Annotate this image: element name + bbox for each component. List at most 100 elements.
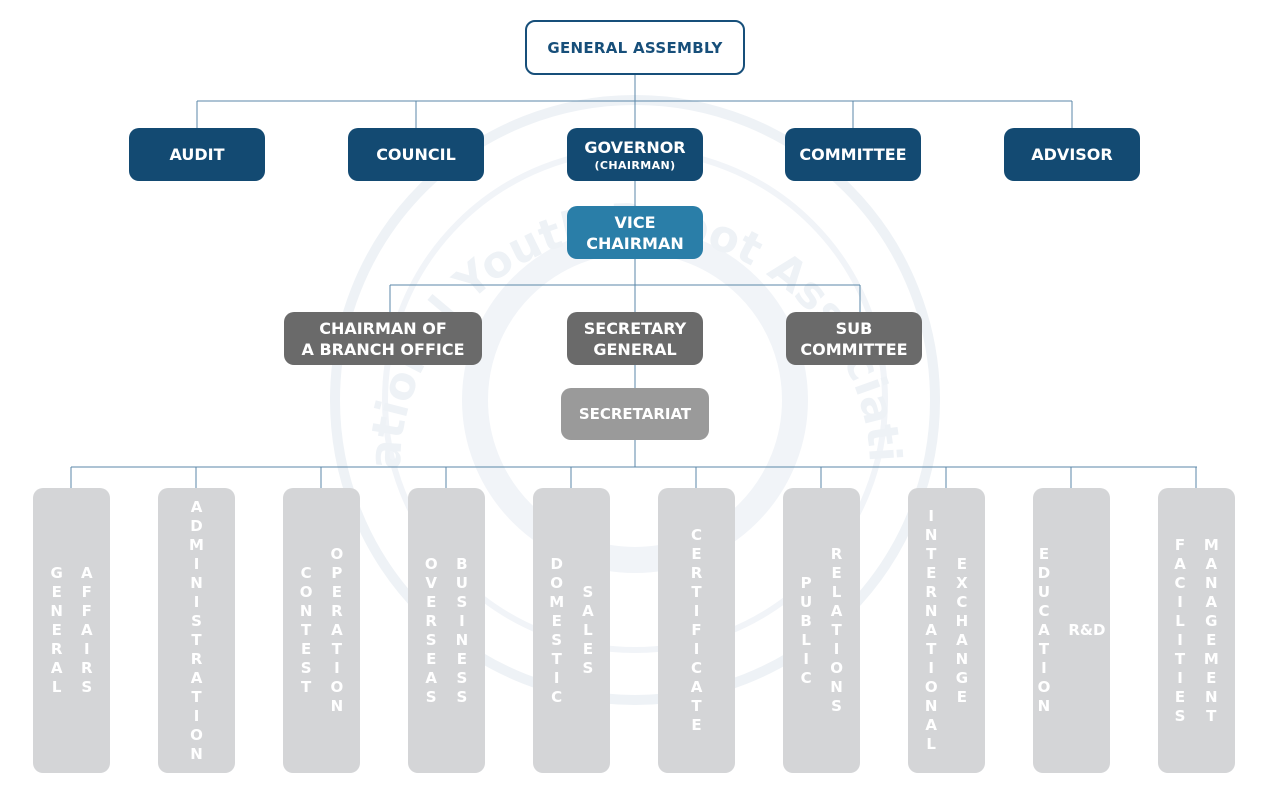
department-letter: T: [191, 630, 202, 649]
department-letter: E: [956, 554, 967, 573]
department-letter: T: [551, 649, 562, 668]
department-letter: C: [800, 668, 812, 687]
department-letter: U: [800, 592, 813, 611]
department-letter: A: [190, 668, 203, 687]
department-letter: T: [1206, 706, 1217, 725]
department-letter: O: [190, 725, 203, 744]
department-letter: I: [1177, 630, 1183, 649]
department-letter: E: [551, 611, 562, 630]
department-letter: C: [690, 659, 702, 677]
department-letter: L: [51, 678, 62, 696]
department-letter: I: [928, 507, 934, 525]
department-letter: E: [831, 564, 842, 582]
department-letter: N: [190, 573, 203, 592]
department-letter: A: [690, 678, 703, 696]
committee-node: COMMITTEE: [785, 128, 921, 181]
department-letter: T: [691, 697, 702, 715]
department-letter: I: [334, 659, 340, 677]
department-letter: N: [330, 697, 344, 715]
department-letter: L: [831, 583, 842, 601]
department-letter: O: [830, 659, 843, 677]
department-letter: G: [955, 668, 969, 687]
department-letter: A: [830, 602, 843, 620]
department-letter: E: [331, 583, 342, 601]
secretary-general-line1: SECRETARY: [583, 318, 687, 338]
department-letter: C: [956, 592, 968, 611]
department-letter: N: [924, 526, 938, 544]
governor-label: GOVERNOR: [584, 137, 686, 157]
department-letter: T: [691, 583, 702, 601]
department-letter: S: [1174, 706, 1186, 725]
department-letter: R: [830, 545, 843, 563]
department-letter: T: [1174, 649, 1186, 668]
department-letter: P: [800, 573, 812, 592]
department-letter: S: [582, 659, 594, 677]
department-letter: I: [553, 668, 560, 687]
department-letter: C: [1038, 602, 1050, 620]
department-letter: A: [925, 621, 938, 639]
vice-chairman-line2: CHAIRMAN: [586, 233, 684, 253]
general-assembly-label: GENERAL ASSEMBLY: [547, 38, 723, 57]
department-letter: A: [956, 630, 968, 649]
department-letter: F: [1174, 535, 1186, 554]
department-letter: A: [1205, 592, 1218, 611]
department-letter: M: [1203, 535, 1219, 554]
department-letter: R: [190, 649, 203, 668]
department-letter: S: [456, 668, 468, 687]
department-letter: R: [925, 583, 937, 601]
department-letter: N: [830, 678, 843, 696]
department-letter: T: [926, 640, 937, 658]
department-letter: M: [189, 535, 204, 554]
department-letter: E: [300, 640, 312, 658]
governor-sublabel: (CHAIRMAN): [594, 158, 676, 172]
department-letter: L: [926, 735, 936, 753]
department-letter: T: [1038, 640, 1050, 658]
department-letter: L: [583, 621, 593, 639]
department-letter: I: [1177, 668, 1183, 687]
department-letter: C: [1174, 573, 1186, 592]
department-letter: E: [426, 649, 437, 668]
department-letter: O: [424, 554, 438, 573]
department-letter: T: [301, 678, 312, 696]
department-letter: S: [300, 659, 312, 677]
department-letter: L: [1175, 611, 1185, 630]
department-letter: R: [425, 611, 437, 630]
committee-label: COMMITTEE: [799, 145, 907, 164]
department-letter: N: [924, 602, 938, 620]
department-letter: A: [425, 668, 438, 687]
department-letter: T: [301, 621, 312, 639]
department-letter: F: [691, 621, 702, 639]
governor-node: GOVERNOR (CHAIRMAN): [567, 128, 703, 181]
vice-chairman-node: VICE CHAIRMAN: [567, 206, 703, 259]
secretariat-node: SECRETARIAT: [561, 388, 709, 440]
department-letter: C: [551, 687, 563, 706]
department-letter: T: [831, 621, 842, 639]
advisor-label: ADVISOR: [1031, 145, 1113, 164]
department-letter: E: [456, 649, 467, 668]
department-letter: N: [924, 697, 938, 715]
council-node: COUNCIL: [348, 128, 484, 181]
department-letter: D: [1037, 564, 1051, 582]
department-letter: N: [955, 649, 969, 668]
department-letter: N: [50, 602, 63, 620]
department-letter: S: [191, 611, 202, 630]
department-letter: I: [803, 649, 809, 668]
department-letter: I: [459, 611, 465, 630]
department-letter: L: [801, 630, 811, 649]
department-letter: A: [80, 564, 93, 582]
sub-committee-line2: COMMITTEE: [800, 339, 908, 359]
department-letter: V: [425, 573, 438, 592]
department-letter: E: [426, 592, 437, 611]
department-letter: E: [51, 583, 62, 601]
